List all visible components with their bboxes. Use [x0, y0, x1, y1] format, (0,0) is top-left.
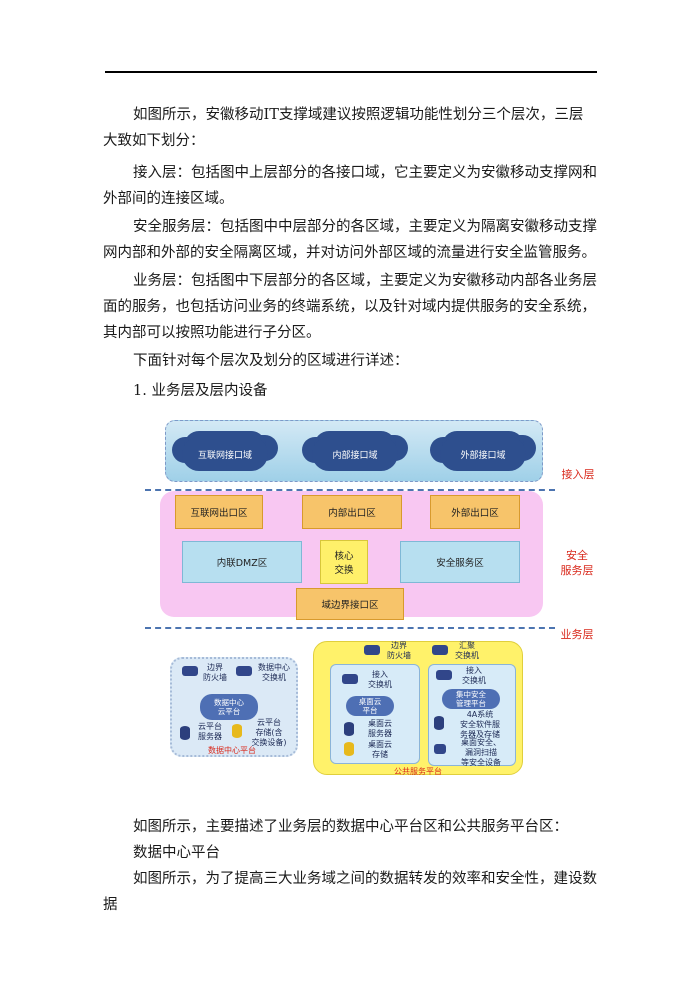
security-systems-panel — [428, 664, 516, 766]
internet-exit-zone: 互联网出口区 — [175, 495, 263, 529]
core-switch-zone: 核心 交换 — [320, 540, 368, 584]
layer-label-security-line2: 服务层 — [560, 564, 594, 577]
paragraph-security-layer: 安全服务层：包括图中中层部分的各区域，主要定义为隔离安徽移动支撑网内部和外部的安… — [103, 219, 597, 261]
ps-4a-label: 4A系统 安全软件服 务器及存储 — [460, 710, 500, 739]
ps-caption: 公共服务平台 — [394, 767, 442, 776]
layer-label-access: 接入层 — [561, 468, 595, 481]
paragraph-intro: 如图所示，安徽移动IT支撑域建议按照逻辑功能性划分三个层次，三层大致如下划分： — [103, 107, 584, 149]
firewall-icon — [182, 666, 198, 676]
storage-icon — [344, 742, 354, 756]
external-exit-zone: 外部出口区 — [430, 495, 520, 529]
desktop-cloud-panel — [330, 664, 420, 764]
ps-desktop-storage-label: 桌面云 存储 — [368, 740, 392, 759]
ps-firewall-label: 边界 防火墙 — [387, 641, 411, 660]
switch-icon — [342, 674, 358, 684]
paragraph-business-layer: 业务层：包括图中下层部分的各区域，主要定义为安徽移动内部各业务层面的服务，也包括… — [103, 273, 597, 341]
switch-icon — [436, 670, 452, 680]
dc-switch-label: 数据中心 交换机 — [258, 663, 290, 682]
dc-storage-label: 云平台 存储(含 交换设备) — [251, 718, 287, 747]
ps-left-switch-label: 接入 交换机 — [368, 670, 392, 689]
layer-label-security: 安全 服务层 — [554, 548, 600, 578]
public-service-platform-zone — [313, 641, 523, 775]
layer-divider-bottom — [145, 627, 555, 629]
server-icon — [344, 722, 354, 736]
dmz-zone: 内联DMZ区 — [182, 541, 302, 583]
ps-right-switch-label: 接入 交换机 — [462, 666, 486, 685]
paragraph-details-intro: 下面针对每个层次及划分的区域进行详述： — [133, 353, 409, 369]
security-service-zone: 安全服务区 — [400, 541, 520, 583]
dc-firewall-label: 边界 防火墙 — [203, 663, 227, 682]
server-icon — [180, 726, 190, 740]
core-switch-label-line2: 交换 — [334, 565, 354, 576]
paragraph-datacenter-intro: 如图所示，为了提高三大业务域之间的数据转发的效率和安全性，建设数据 — [103, 871, 597, 913]
access-zone — [165, 420, 543, 482]
ps-core-switch-label: 汇聚 交换机 — [455, 641, 479, 660]
firewall-icon — [364, 645, 380, 655]
internal-exit-zone: 内部出口区 — [302, 495, 402, 529]
layer-label-security-line1: 安全 — [566, 549, 588, 562]
cloud-internet-interface: 互联网接口域 — [182, 437, 268, 471]
paragraph-access-layer: 接入层：包括图中上层部分的各接口域，它主要定义为安徽移动支撑网和外部间的连接区域… — [103, 165, 597, 207]
header-rule — [105, 71, 597, 73]
server-icon — [434, 716, 444, 730]
subheading-datacenter-platform: 数据中心平台 — [133, 845, 220, 861]
cloud-external-interface: 外部接口域 — [440, 437, 526, 471]
security-management-platform: 集中安全 管理平台 — [442, 689, 500, 709]
dc-cloud-platform: 数据中心 云平台 — [200, 694, 258, 720]
paragraph-figure-description: 如图所示，主要描述了业务层的数据中心平台区和公共服务平台区： — [133, 819, 568, 835]
security-device-icon — [434, 744, 446, 754]
desktop-cloud-platform: 桌面云 平台 — [346, 696, 394, 716]
layer-divider-top — [145, 489, 555, 491]
cloud-internal-interface: 内部接口域 — [312, 437, 398, 471]
layer-label-business: 业务层 — [560, 628, 594, 641]
security-zone — [160, 491, 543, 617]
dc-server-label: 云平台 服务器 — [198, 722, 222, 741]
dc-caption: 数据中心平台 — [208, 746, 256, 755]
storage-icon — [232, 724, 242, 738]
ps-desktop-server-label: 桌面云 服务器 — [368, 719, 392, 738]
border-interface-zone: 域边界接口区 — [296, 588, 404, 620]
core-switch-label-line1: 核心 — [334, 551, 354, 562]
switch-icon — [432, 645, 448, 655]
section-heading-business-layer: 1. 业务层及层内设备 — [133, 383, 268, 399]
ps-security-devices-label: 桌面安全、 漏洞扫描 等安全设备 — [461, 738, 501, 767]
datacenter-platform-zone — [170, 657, 298, 757]
switch-icon — [236, 666, 252, 676]
